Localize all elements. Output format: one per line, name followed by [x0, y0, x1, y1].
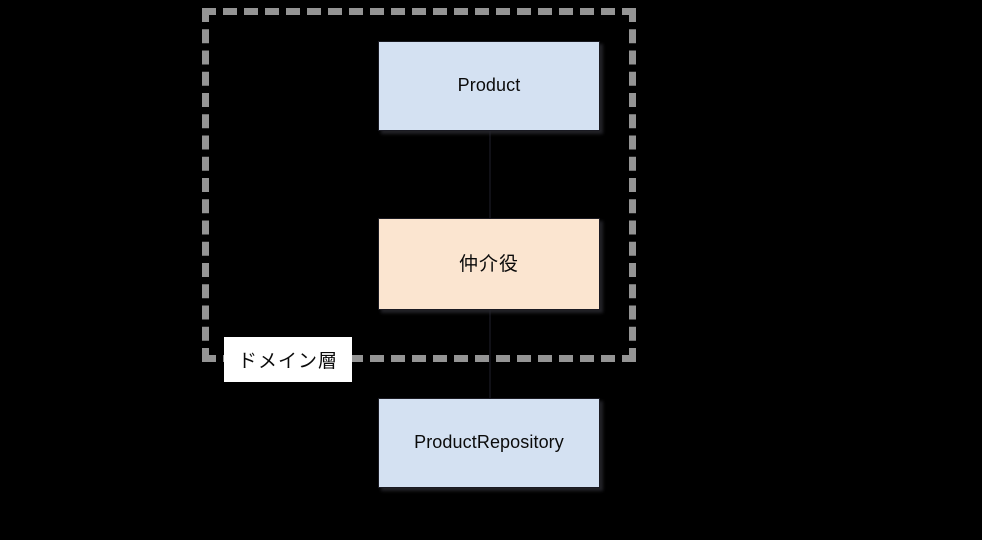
node-product[interactable]: Product [378, 41, 600, 131]
connector-mediator-to-product-repository [489, 310, 491, 398]
node-mediator[interactable]: 仲介役 [378, 218, 600, 310]
connector-product-to-mediator [489, 131, 491, 218]
domain-layer-boundary[interactable] [202, 8, 636, 362]
domain-layer-caption-label: ドメイン層 [238, 350, 339, 372]
domain-layer-caption[interactable]: ドメイン層 [224, 337, 352, 382]
node-mediator-label: 仲介役 [458, 252, 519, 275]
node-product-repository[interactable]: ProductRepository [378, 398, 600, 488]
node-product-repository-label: ProductRepository [414, 432, 564, 453]
node-product-label: Product [457, 75, 521, 96]
